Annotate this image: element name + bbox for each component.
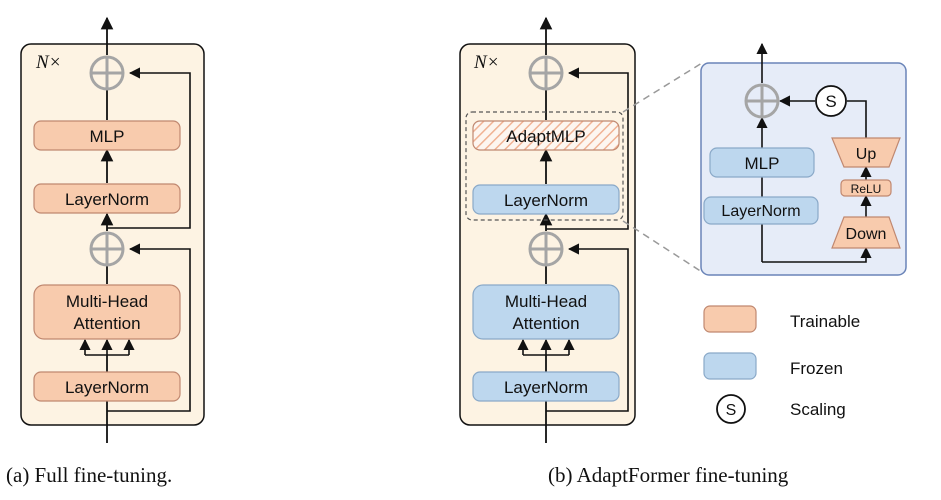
adaptmlp-block [472,120,620,151]
residual-connection [546,243,629,412]
attention-label-line1: Multi-Head [505,292,587,311]
legend-trainable-label: Trainable [790,312,860,331]
relu-block [840,179,892,197]
scaling-symbol: S [825,92,836,111]
panel-a-repeat-label: N× [35,52,62,73]
panel-b-repeat-label: N× [473,52,500,73]
panel-b-caption: (b) AdaptFormer fine-tuning [548,463,789,487]
mlp-label: MLP [745,154,780,173]
add-node [744,83,780,119]
panel-b: N× AdaptMLP LayerNorm Multi- [459,16,789,487]
layernorm-block [472,371,620,402]
zoom-connector [622,62,703,113]
down-projection-block [831,216,901,249]
add-node [89,55,125,91]
adaptmlp-label: AdaptMLP [506,127,585,146]
legend: Trainable Frozen S Scaling [703,305,860,424]
attention-block [33,284,181,340]
attention-block [472,284,620,340]
zoom-connector [622,220,703,273]
scaling-node [815,85,847,117]
layernorm-block [472,184,620,215]
residual-connection [546,67,629,230]
up-projection-block [831,137,901,168]
legend-scaling-letter: S [726,402,737,419]
adaptmlp-group-outline [465,111,624,221]
layernorm-block [703,196,819,225]
legend-frozen-swatch [703,352,757,380]
legend-frozen-label: Frozen [790,359,843,378]
panel-a: N× MLP LayerNorm [6,16,205,487]
mlp-block [709,147,815,178]
attention-label-line2: Attention [73,314,140,333]
layernorm-block [33,371,181,402]
down-label: Down [846,226,887,243]
layernorm-label: LayerNorm [504,191,588,210]
layernorm-label: LayerNorm [504,378,588,397]
up-label: Up [856,146,877,163]
attention-label-line1: Multi-Head [66,292,148,311]
legend-trainable-swatch [703,305,757,333]
panel-a-caption: (a) Full fine-tuning. [6,463,172,487]
layernorm-block [33,183,181,214]
attention-label-line2: Attention [512,314,579,333]
layernorm-label: LayerNorm [65,190,149,209]
mlp-label: MLP [90,127,125,146]
residual-connection [107,67,191,229]
relu-label: ReLU [851,182,882,196]
layernorm-label: LayerNorm [65,378,149,397]
add-node [528,231,564,267]
layernorm-label: LayerNorm [721,203,800,220]
adaptmlp-detail-panel: S MLP LayerNorm Up ReLU Down [700,42,907,276]
legend-scaling-symbol [716,394,746,424]
legend-scaling-label: Scaling [790,400,846,419]
mlp-block [33,120,181,151]
add-node [89,231,125,267]
add-node [528,55,564,91]
residual-connection [107,243,191,412]
